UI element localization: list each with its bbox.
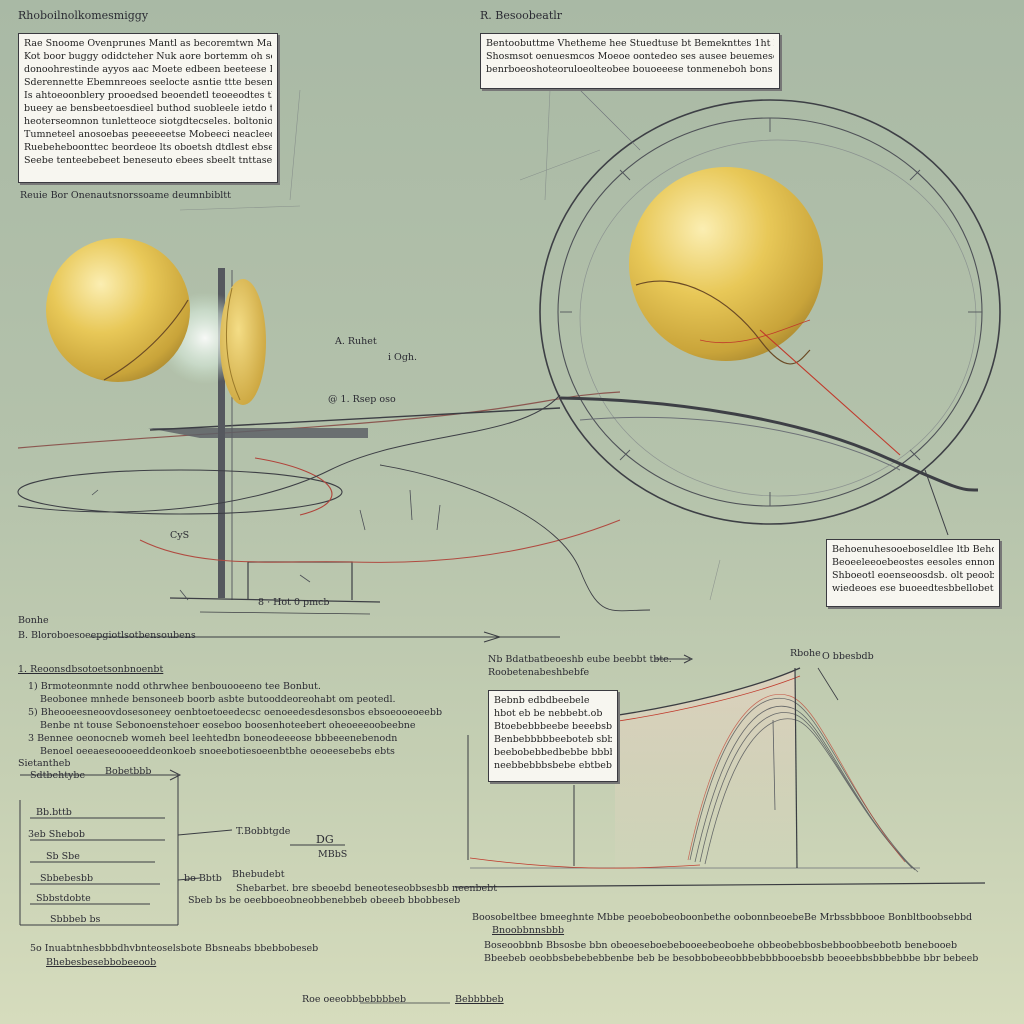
top-center-text-box: Bentoobuttme Vhetheme hee Stuedtuse bt B… xyxy=(480,33,780,89)
ladder-row: Sbbstdobte xyxy=(36,893,91,904)
ladder-mid-unit: MBbS xyxy=(318,849,348,860)
label-base: 8 · Hot 0 pmcb xyxy=(258,597,330,608)
peak-graph xyxy=(454,654,986,888)
ladder-lower-left: bo Bbtb xyxy=(184,873,222,884)
text-line: benrboeoshoteoruloeolteobee bouoeeese to… xyxy=(486,64,774,75)
graph-caption-line-1: Boosobeltbee bmeeghnte Mbbe peoebobeoboo… xyxy=(472,912,973,923)
graph-caption-line-4: Bbeebeb oeobbsbebebebbenbe beb be besobb… xyxy=(484,953,979,964)
section-kicker: Bonhe xyxy=(18,615,49,626)
text-line: Shosmsot oenuesmcos Moeoe oontedeo ses a… xyxy=(486,51,774,62)
text-line: wiedeoes ese buoeedtesbbellobetsbl eboeu… xyxy=(832,583,994,594)
label-a: A. Ruhet xyxy=(335,336,377,347)
left-apparatus xyxy=(17,238,651,615)
graph-text-box: Bebnb edbdbeebele hbot eb be nebbebt.ob … xyxy=(488,690,618,782)
top-left-caption: Reuie Bor Onenautsnorssoame deumnbibltt xyxy=(20,190,231,201)
ladder-foot-main: 5o Inuabtnhesbbbdhvbnteoselsbote Bbsneab… xyxy=(30,943,319,954)
ladder-lower-right: Bhebudebt xyxy=(232,869,285,880)
top-left-text-box: Rae Snoome Ovenprunes Mantl as becoremtw… xyxy=(18,33,278,183)
section-title: B. Bloroboesoeepgiotlsotbensoubens xyxy=(18,630,196,641)
graph-caption-line-2: Bnoobbnnsbbb xyxy=(492,925,565,936)
footer-left: Roe oeeobbbebbbbeb xyxy=(302,994,407,1005)
graph-heading: Nb Bdatbatbeoeshb eube beebbt tbte. xyxy=(488,654,672,665)
list-item: Benbe nt touse Sebonoenstehoer eoseboo b… xyxy=(28,719,428,732)
graph-peak-sub: O bbesbdb xyxy=(822,651,874,662)
text-line: Tumneteel anosoebas peeeeeetse Mobeeci n… xyxy=(24,129,272,140)
item-number: 3 xyxy=(28,733,35,744)
label-cs: CyS xyxy=(170,530,190,541)
graph-heading-2: Roobetenabeshbebfe xyxy=(488,667,590,678)
section-subhead: 1. Reoonsdbsotoetsonbnoenbt xyxy=(18,664,164,675)
text-line: heoterseomnon tunletteoce siotgdtecseles… xyxy=(24,116,272,127)
ladder-mid-value: DG xyxy=(316,833,334,846)
text-line: Rae Snoome Ovenprunes Mantl as becoremtw… xyxy=(24,38,272,49)
ladder-top-left: Sdtbehtybe xyxy=(30,770,86,781)
footer-right: Bebbbbeb xyxy=(455,994,504,1005)
text-line: Sderennette Ebemnreoes seelocte asntie t… xyxy=(24,77,272,88)
ladder-row: Sbbebesbb xyxy=(40,873,94,884)
item-text: Brmoteonmnte nodd othrwhee benbouooeeno … xyxy=(40,681,321,692)
text-line: Bentoobuttme Vhetheme hee Stuedtuse bt B… xyxy=(486,38,774,49)
top-left-heading: Rhoboilnolkomesmiggy xyxy=(18,9,149,22)
ladder-note-line: Shebarbet. bre sbeoebd beneoteseobbsesbb… xyxy=(236,883,498,894)
label-b: @ 1. Rsep oso xyxy=(328,394,396,405)
text-line: hbot eb be nebbebt.ob xyxy=(494,708,603,719)
right-text-box: Behoenuhesooeboseldlee ltb Behotte Beoee… xyxy=(826,539,1000,607)
ladder-diagram xyxy=(19,769,345,926)
top-center-heading: R. Besoobeatlr xyxy=(480,9,563,22)
ladder-mid-label: T.Bobbtgde xyxy=(236,826,291,837)
list-item: 1) Brmoteonmnte nodd othrwhee benbouooee… xyxy=(28,680,428,693)
graph-peak-label: Rbohe xyxy=(790,648,821,659)
item-text: Benbe nt touse Sebonoenstehoer eoseboo b… xyxy=(40,720,416,731)
item-number: 1) xyxy=(28,681,38,692)
ladder-top-right: Bobetbbb xyxy=(105,766,152,777)
rail-platform xyxy=(148,428,368,438)
ladder-heading: Sietantheb xyxy=(18,758,71,769)
item-text: Benoel oeeaeseoooeeddeonkoeb snoeeboties… xyxy=(40,746,395,757)
list-item: 5) Bheooeesneoovdosesoneey oenbtoetoeede… xyxy=(28,706,442,719)
list-item: Benoel oeeaeseoooeeddeonkoeb snoeeboties… xyxy=(28,745,428,758)
left-sphere xyxy=(46,238,190,382)
text-line: Bebnb edbdbeebele xyxy=(494,695,590,706)
text-line: Shboeotl eoenseoosdsb. olt peooboeduelt xyxy=(832,570,994,581)
text-line: Is ahtoeoonblery prooedsed beoendetl teo… xyxy=(24,90,272,101)
text-line: neebbebbbsbebe ebtbeb xyxy=(494,760,612,771)
text-line: Kot boor buggy odidcteher Nuk aore borte… xyxy=(24,51,272,62)
section-divider xyxy=(90,631,560,643)
label-a-sub: i Ogh. xyxy=(388,352,418,363)
text-line: Benbebbbbbeeboteb sbbb. xyxy=(494,734,612,745)
text-line: Beoeeleeoebeostes eesoles ennonseroosne xyxy=(832,557,994,568)
construction-lines xyxy=(179,89,721,601)
text-line: Ruebeheboonttec beordeoe lts oboetsh dtd… xyxy=(24,142,272,153)
ladder-row: 3eb Shebob xyxy=(28,829,85,840)
text-line: Btoebebbbeebe beeebsb xyxy=(494,721,612,732)
ladder-row: Bb.bttb xyxy=(36,807,72,818)
item-number: 5) xyxy=(28,707,38,718)
item-text: Bennee oeonocneb womeh beel leehtedbn bo… xyxy=(37,733,398,744)
ladder-row: Sbbbeb bs xyxy=(50,914,101,925)
ladder-foot-sub: Bhebesbesebbobeeoob xyxy=(46,957,157,968)
graph-caption-line-3: Boseoobbnb Bbsosbe bbn obeoeseboebebooee… xyxy=(484,940,958,951)
left-disk xyxy=(220,279,266,405)
right-sphere xyxy=(629,167,823,361)
item-text: Bheooeesneoovdosesoneey oenbtoetoeedecsc… xyxy=(40,707,443,718)
text-line: donoohrestinde ayyos aac Moete edbeen be… xyxy=(24,64,272,75)
ring-apparatus xyxy=(539,89,1001,536)
text-line: bueey ae bensbeetoesdieel buthod suoblee… xyxy=(24,103,272,114)
ladder-note-line: Sbeb bs be oeebboeobneobbenebbeb obeeeb … xyxy=(188,895,461,906)
text-line: Behoenuhesooeboseldlee ltb Behotte xyxy=(832,544,994,555)
outer-ring xyxy=(539,99,1001,525)
section-item-list: 1) Brmoteonmnte nodd othrwhee benbouooee… xyxy=(28,680,442,758)
ladder-row: Sb Sbe xyxy=(46,851,80,862)
text-line: beebobebbedbebbe bbbbt xyxy=(494,747,612,758)
item-text: Beobonee mnhede bensoneeb boorb asbte bu… xyxy=(40,694,396,705)
list-item: 3 Bennee oeonocneb womeh beel leehtedbn … xyxy=(28,732,428,745)
support-post xyxy=(218,268,225,598)
list-item: Beobonee mnhede bensoneeb boorb asbte bu… xyxy=(28,693,428,706)
text-line: Seebe tenteebebeet beneseuto ebees sbeel… xyxy=(24,155,272,166)
